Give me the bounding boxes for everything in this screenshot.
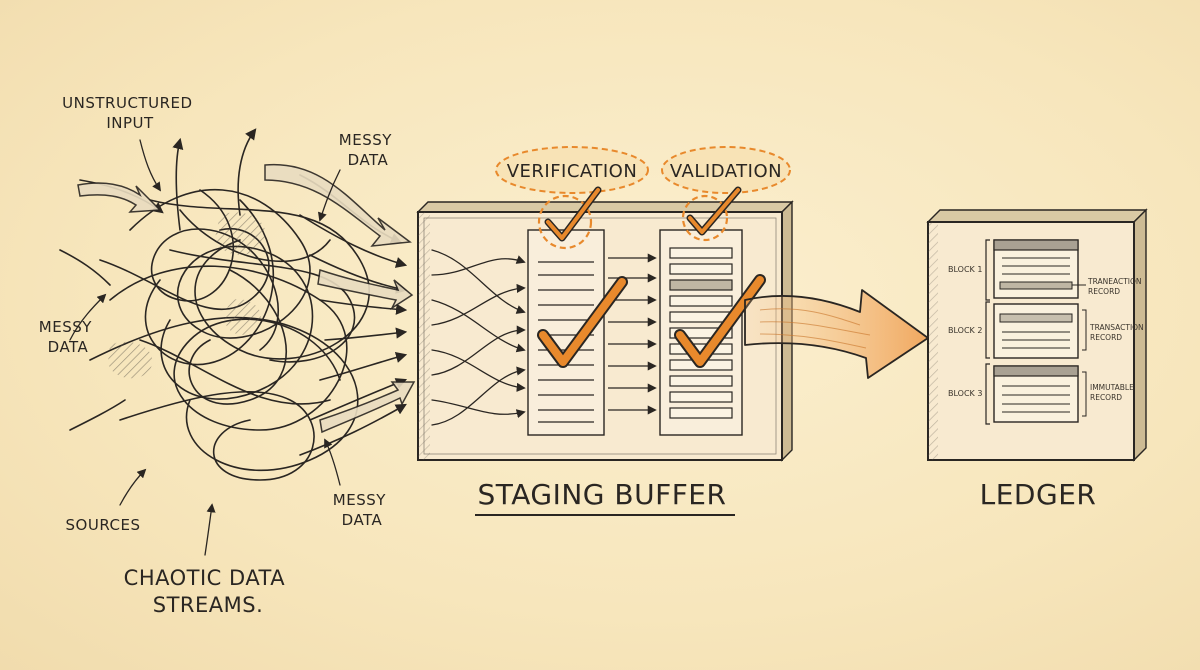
staging-buffer	[416, 200, 794, 462]
label-unstructured-input: UNSTRUCTURED INPUT	[62, 94, 198, 132]
staging-buffer-title: STAGING BUFFER	[478, 478, 727, 511]
svg-text:VERIFICATION: VERIFICATION	[507, 161, 638, 182]
verification-header: VERIFICATION	[495, 146, 649, 194]
svg-text:VALIDATION: VALIDATION	[670, 161, 782, 182]
flow-to-ledger-arrow	[744, 289, 929, 379]
svg-text:BLOCK 1: BLOCK 1	[948, 265, 982, 274]
check-icons	[537, 186, 766, 368]
ledger-block-2: BLOCK 2 TRANSACTION RECORD	[948, 301, 1146, 359]
tangle-flow-arrows	[59, 128, 408, 456]
validation-header: VALIDATION	[661, 146, 791, 194]
label-chaotic-data-streams: CHAOTIC DATA STREAMS.	[124, 566, 293, 617]
record-label: TRANEACTION RECORD	[1087, 277, 1144, 296]
label-pointers	[69, 139, 341, 556]
label-messy-data-left: MESSY DATA	[39, 318, 97, 356]
chaotic-tangle	[89, 188, 370, 481]
ledger-block-1: BLOCK 1 TRANEACTION RECORD	[948, 239, 1144, 301]
label-messy-data-bottom: MESSY DATA	[333, 491, 391, 529]
ledger-block-3: BLOCK 3 IMMUTABLE RECORD	[948, 363, 1136, 425]
record-label: TRANSACTION RECORD	[1089, 323, 1146, 342]
thick-arrows	[77, 163, 416, 434]
dashed-circle-icon	[537, 194, 593, 250]
svg-text:BLOCK 2: BLOCK 2	[948, 326, 982, 335]
tangle-shading	[108, 212, 266, 379]
record-label: IMMUTABLE RECORD	[1090, 383, 1136, 402]
label-messy-data-top: MESSY DATA	[339, 131, 397, 169]
ledger-title: LEDGER	[980, 478, 1097, 511]
svg-text:BLOCK 3: BLOCK 3	[948, 389, 982, 398]
dashed-circle-icon	[681, 194, 729, 242]
label-sources: SOURCES	[66, 516, 141, 534]
